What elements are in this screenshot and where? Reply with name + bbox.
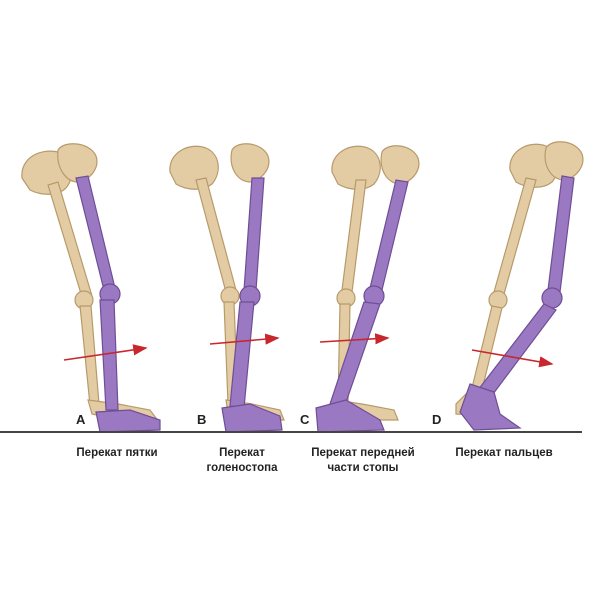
caption-ankle-rocker: Перекат голеностопа <box>206 447 278 474</box>
panel-letter-c: C <box>300 412 310 427</box>
caption-forefoot-rocker: Перекат передней части стопы <box>311 447 415 474</box>
panel-letter-d: D <box>432 412 442 427</box>
caption-toe-rocker: Перекат пальцев <box>455 447 553 459</box>
panel-c-skeleton <box>315 145 420 433</box>
panel-letter-a: A <box>76 412 86 427</box>
panel-letter-b: B <box>197 412 207 427</box>
panel-d-skeleton <box>455 141 584 431</box>
panel-a-skeleton <box>21 143 161 433</box>
caption-heel-rocker: Перекат пятки <box>76 447 158 459</box>
panel-b-skeleton <box>169 143 285 433</box>
